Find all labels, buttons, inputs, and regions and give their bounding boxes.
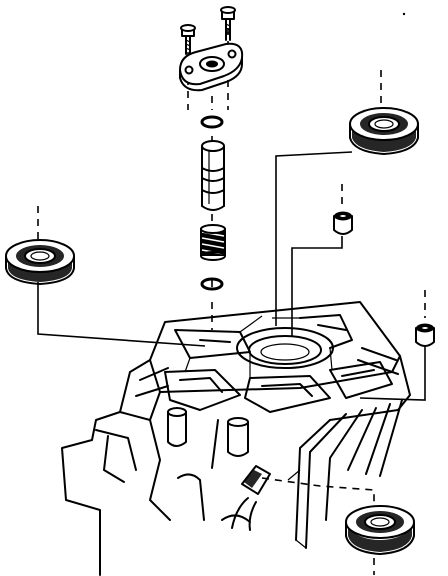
housing-case bbox=[61, 301, 411, 576]
valve-spring bbox=[200, 224, 226, 261]
bushing-far-right bbox=[415, 323, 435, 347]
print-speck bbox=[402, 12, 406, 16]
o-ring-lower bbox=[200, 277, 224, 291]
o-ring-upper bbox=[200, 115, 224, 129]
bearing-lower-right bbox=[345, 505, 415, 555]
valve-cover-plate bbox=[178, 42, 244, 92]
bearing-lower-right-leader bbox=[261, 477, 375, 508]
bearing-left-leader bbox=[37, 282, 206, 347]
cover-bolt-left bbox=[180, 24, 196, 55]
bushing-right-leader bbox=[291, 236, 343, 336]
cover-bolt-right bbox=[220, 6, 236, 41]
bearing-upper-right-leader bbox=[275, 151, 353, 326]
bearing-left bbox=[5, 239, 75, 285]
bearing-upper-right bbox=[349, 107, 419, 155]
valve-sleeve bbox=[201, 140, 225, 211]
bushing-far-right-leader bbox=[359, 346, 426, 401]
bushing-right bbox=[333, 211, 353, 235]
